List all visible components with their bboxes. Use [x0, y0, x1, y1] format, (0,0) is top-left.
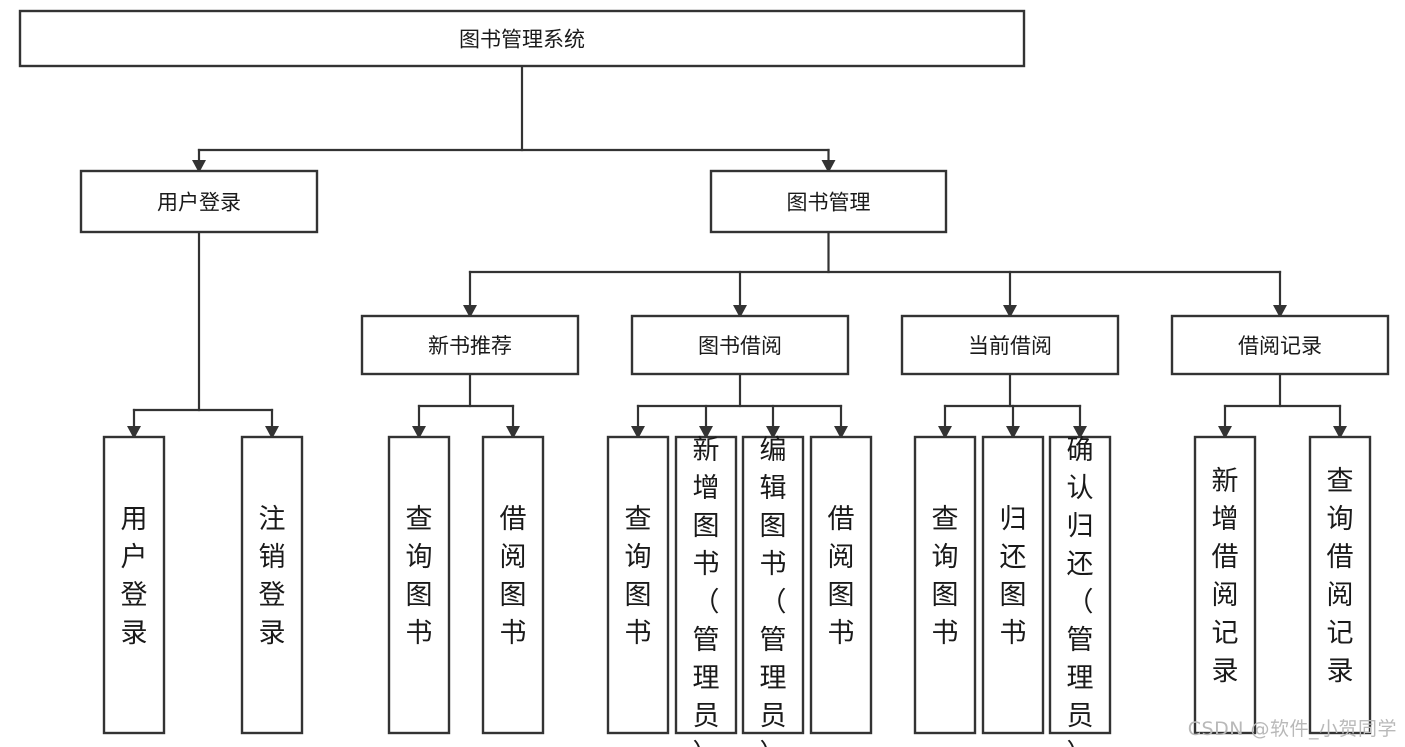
- node-图书管理系统[interactable]: 图书管理系统: [18, 9, 1026, 68]
- leaf-label-查询图书: 查询图书: [406, 504, 433, 649]
- node-label-新书推荐: 新书推荐: [428, 334, 512, 358]
- leaf-box-归还图书: [981, 435, 1045, 735]
- leaf-box-查询借阅记录: [1308, 435, 1372, 735]
- leaf-label-新增借阅记录: 新增借阅记录: [1212, 466, 1239, 687]
- connector-layer: [127, 64, 1347, 439]
- leaf-box-注销登录: [240, 435, 304, 735]
- leaf-node-新增图书管理员[interactable]: 新增图书（管理员）: [674, 435, 738, 747]
- leaf-box-确认归还管理员: [1048, 435, 1112, 735]
- node-layer: 图书管理系统用户登录图书管理新书推荐图书借阅当前借阅借阅记录用户登录注销登录查询…: [18, 9, 1390, 747]
- leaf-label-借阅图书: 借阅图书: [500, 504, 527, 649]
- leaf-label-查询图书: 查询图书: [625, 504, 652, 649]
- leaf-node-归还图书[interactable]: 归还图书: [981, 435, 1045, 735]
- leaf-node-查询借阅记录[interactable]: 查询借阅记录: [1308, 435, 1372, 735]
- leaf-label-查询借阅记录: 查询借阅记录: [1327, 466, 1354, 687]
- leaf-node-确认归还管理员[interactable]: 确认归还（管理员）: [1048, 435, 1112, 747]
- node-label-用户登录: 用户登录: [157, 191, 241, 215]
- edge-group-newbook-to-leaves: [412, 372, 520, 439]
- leaf-node-用户登录[interactable]: 用户登录: [102, 435, 166, 735]
- leaf-node-查询图书[interactable]: 查询图书: [913, 435, 977, 735]
- leaf-node-注销登录[interactable]: 注销登录: [240, 435, 304, 735]
- leaf-box-借阅图书: [481, 435, 545, 735]
- leaf-box-新增图书管理员: [674, 435, 738, 735]
- node-box-新书推荐: [360, 314, 580, 376]
- node-新书推荐[interactable]: 新书推荐: [360, 314, 580, 376]
- node-借阅记录[interactable]: 借阅记录: [1170, 314, 1390, 376]
- node-图书借阅[interactable]: 图书借阅: [630, 314, 850, 376]
- leaf-label-注销登录: 注销登录: [259, 504, 286, 649]
- leaf-node-借阅图书[interactable]: 借阅图书: [809, 435, 873, 735]
- leaf-box-新增借阅记录: [1193, 435, 1257, 735]
- edge-group-borrow-to-leaves: [631, 372, 848, 439]
- leaf-label-借阅图书: 借阅图书: [828, 504, 855, 649]
- leaf-box-用户登录: [102, 435, 166, 735]
- node-box-借阅记录: [1170, 314, 1390, 376]
- node-用户登录[interactable]: 用户登录: [79, 169, 319, 234]
- leaf-label-用户登录: 用户登录: [121, 504, 148, 649]
- leaf-box-借阅图书: [809, 435, 873, 735]
- leaf-node-查询图书[interactable]: 查询图书: [387, 435, 451, 735]
- edge-group-root-to-level1: [192, 64, 836, 173]
- leaf-box-查询图书: [913, 435, 977, 735]
- node-box-当前借阅: [900, 314, 1120, 376]
- leaf-node-查询图书[interactable]: 查询图书: [606, 435, 670, 735]
- leaf-label-编辑图书管理员: 编辑图书（管理员）: [760, 435, 787, 747]
- leaf-node-编辑图书管理员[interactable]: 编辑图书（管理员）: [741, 435, 805, 747]
- edge-group-bookmgmt-to-level2: [463, 230, 1287, 318]
- leaf-label-新增图书管理员: 新增图书（管理员）: [693, 435, 720, 747]
- leaf-box-查询图书: [387, 435, 451, 735]
- leaf-label-归还图书: 归还图书: [1000, 504, 1027, 649]
- node-图书管理[interactable]: 图书管理: [709, 169, 948, 234]
- leaf-node-新增借阅记录[interactable]: 新增借阅记录: [1193, 435, 1257, 735]
- leaf-box-查询图书: [606, 435, 670, 735]
- node-label-图书管理系统: 图书管理系统: [459, 28, 585, 52]
- leaf-label-确认归还管理员: 确认归还（管理员）: [1067, 435, 1094, 747]
- node-box-图书借阅: [630, 314, 850, 376]
- node-当前借阅[interactable]: 当前借阅: [900, 314, 1120, 376]
- node-label-当前借阅: 当前借阅: [968, 334, 1052, 358]
- edge-group-userlogin-to-leaves: [127, 230, 279, 439]
- node-label-借阅记录: 借阅记录: [1238, 334, 1322, 358]
- node-label-图书借阅: 图书借阅: [698, 334, 782, 358]
- node-box-用户登录: [79, 169, 319, 234]
- leaf-label-查询图书: 查询图书: [932, 504, 959, 649]
- node-box-图书管理: [709, 169, 948, 234]
- leaf-box-编辑图书管理员: [741, 435, 805, 735]
- node-box-图书管理系统: [18, 9, 1026, 68]
- edge-group-record-to-leaves: [1218, 372, 1347, 439]
- node-label-图书管理: 图书管理: [787, 191, 871, 215]
- edge-group-current-to-leaves: [938, 372, 1087, 439]
- leaf-node-借阅图书[interactable]: 借阅图书: [481, 435, 545, 735]
